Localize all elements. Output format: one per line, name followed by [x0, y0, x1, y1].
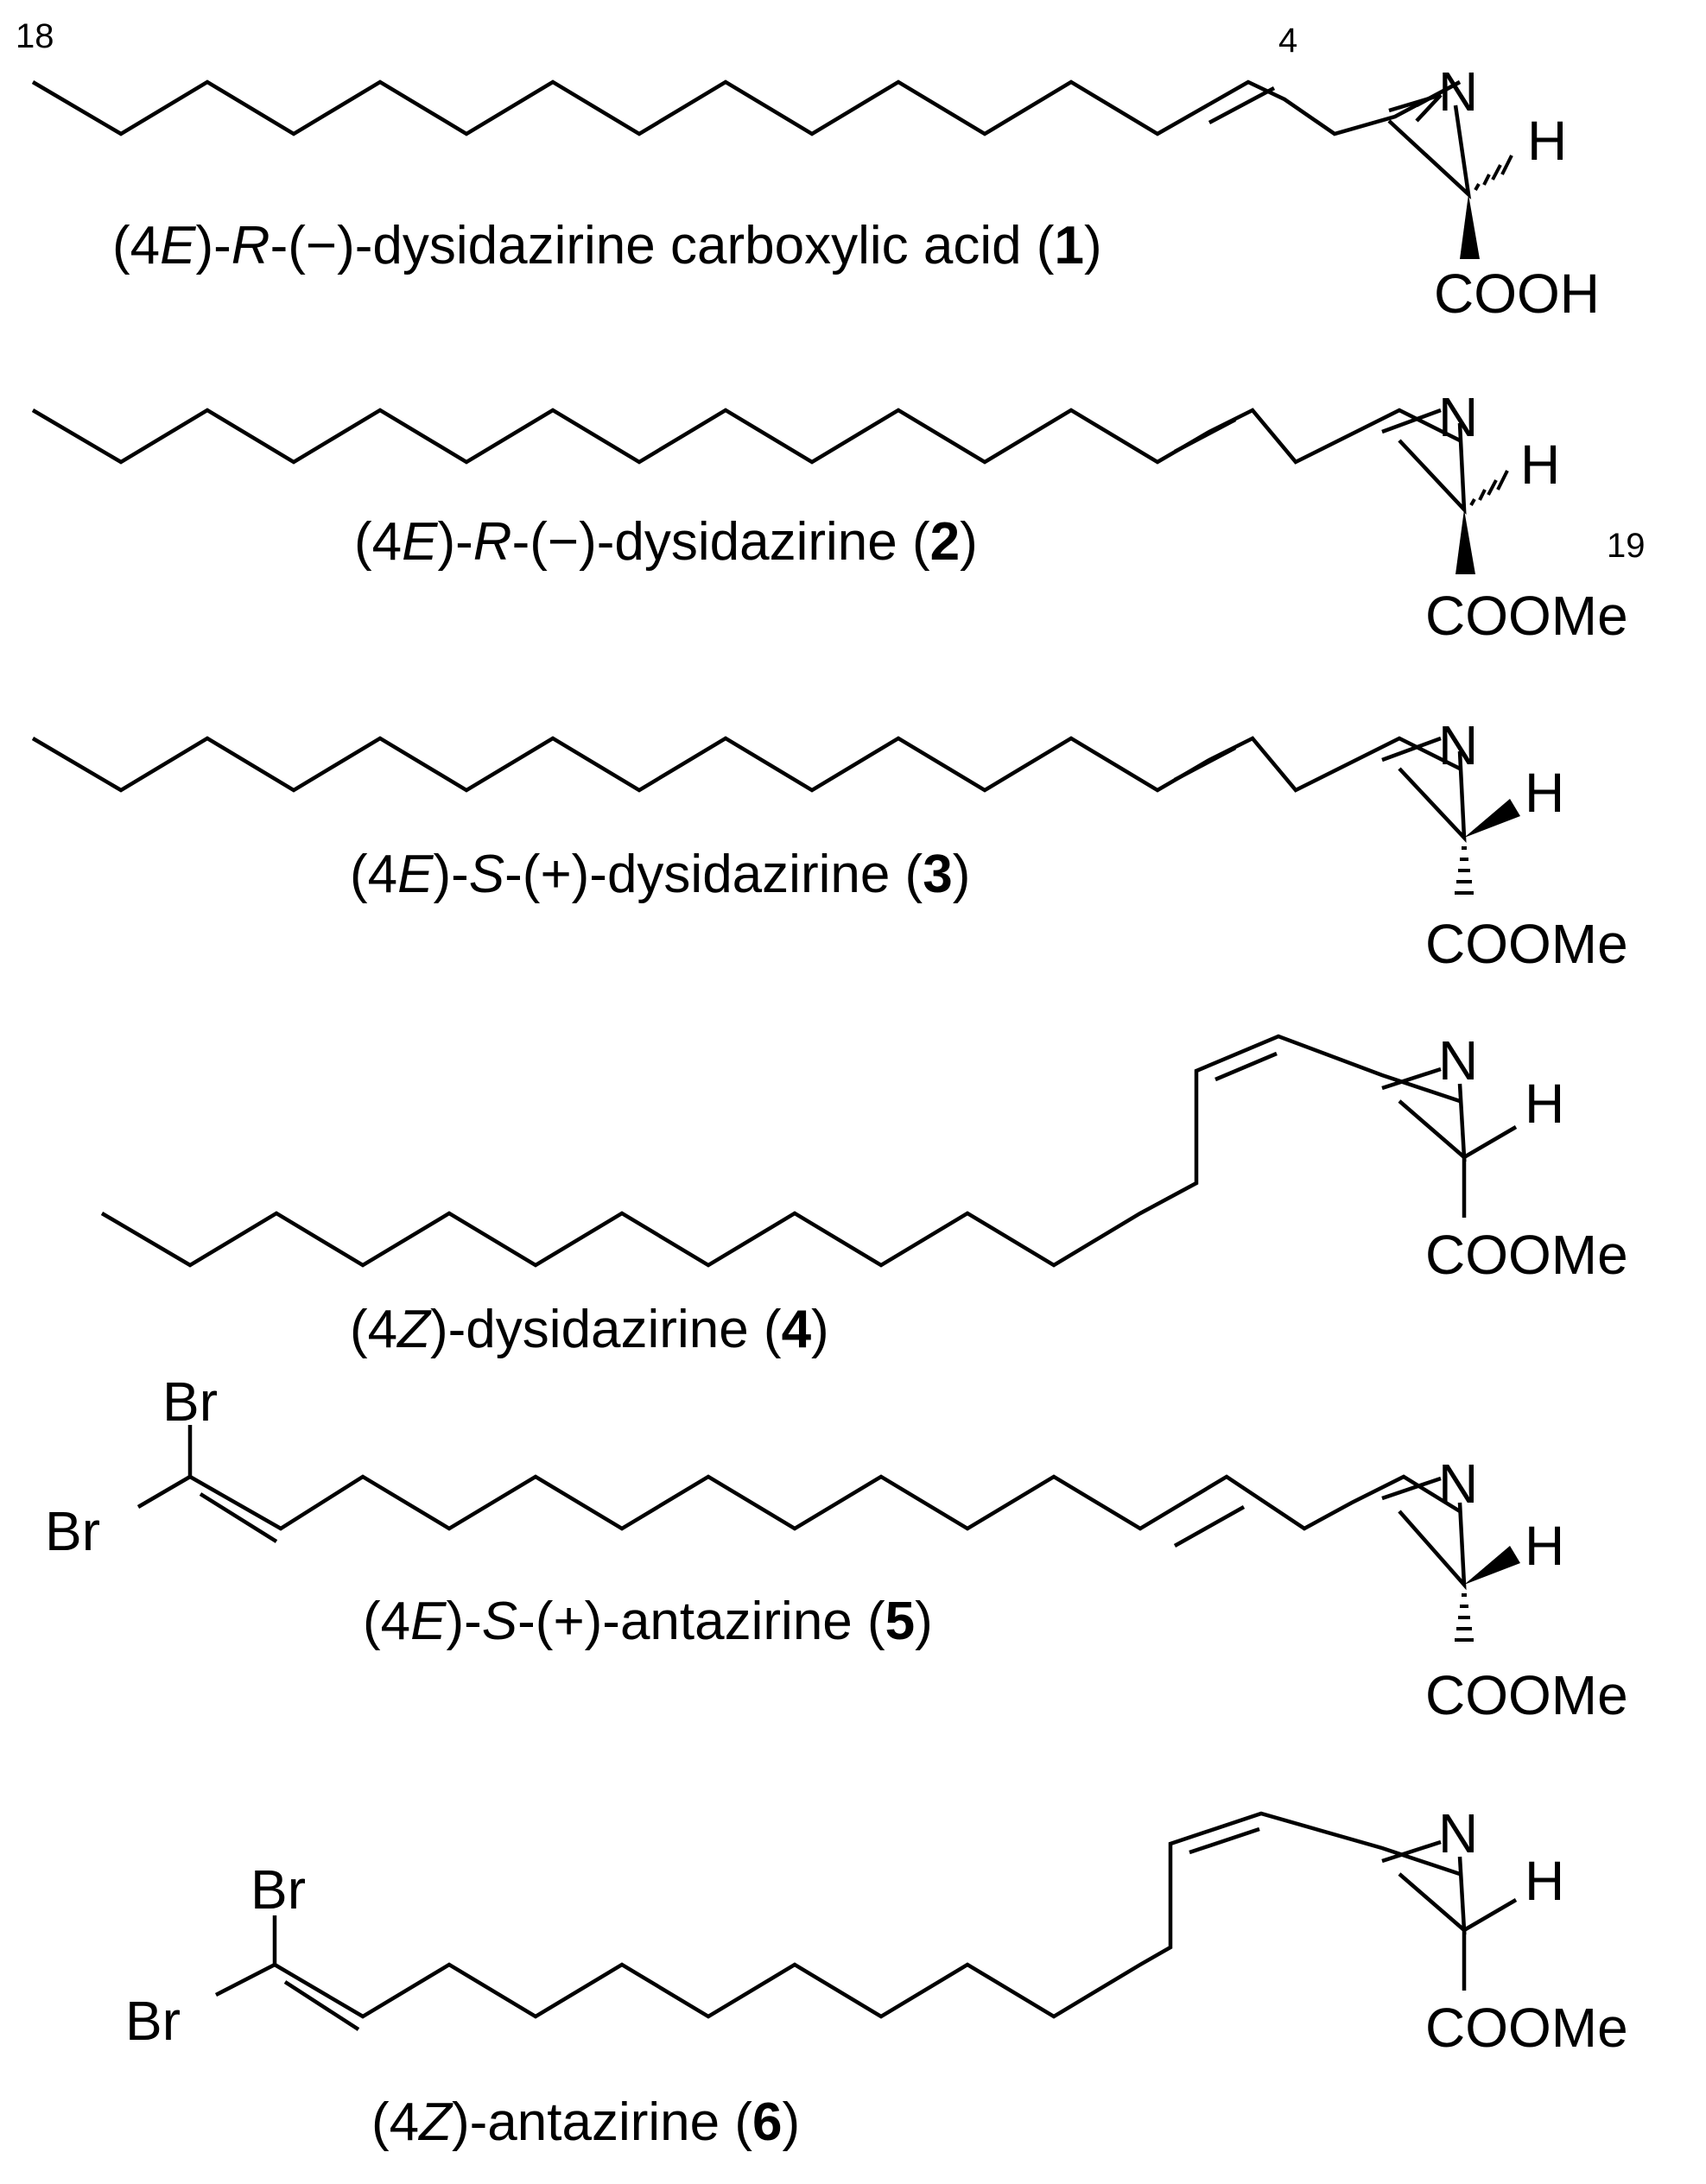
compound-1-caption: (4E)-R-(−)-dysidazirine carboxylic acid … [112, 216, 1102, 275]
compound-5-dibromovinyl-second-bond [199, 1492, 278, 1543]
compound-3-trans-alkene-second-bond [1173, 746, 1237, 782]
compound-6-bond-to-h [1462, 1898, 1518, 1932]
compound-4-cis-alkene-second-bond [1214, 1051, 1278, 1082]
compound-5-structure: Br Br N H COOMe (4E)-S-(+)-antazirine (5… [45, 1371, 1628, 1726]
locant-c19-label: 19 [1607, 527, 1646, 565]
compound-5-bromine-top-atom: Br [162, 1371, 218, 1433]
compound-5-c-br-bottom-bond [136, 1475, 192, 1509]
compound-3-caption: (4E)-S-(+)-dysidazirine (3) [350, 845, 970, 904]
compound-5-bromine-bottom-atom: Br [45, 1500, 100, 1562]
compound-4-caption: (4Z)-dysidazirine (4) [350, 1300, 829, 1359]
compound-2-hashed-bond-to-h [1469, 470, 1509, 506]
compound-5-hashed-bond-to-ester [1455, 1593, 1474, 1642]
compound-5-alkyl-chain [188, 1474, 1462, 1531]
compound-6-cis-alkene-second-bond [1189, 1826, 1260, 1855]
compound-1-hashed-bond-to-h [1474, 155, 1513, 191]
compound-4-methyl-ester-group: COOMe [1425, 1224, 1628, 1286]
compound-6-c-br-bottom-bond [214, 1962, 276, 1997]
compound-5-nitrogen-atom: N [1438, 1453, 1478, 1515]
compound-2-alkyl-chain [31, 408, 1462, 465]
compound-6-bromine-bottom-atom: Br [125, 1990, 181, 2052]
compound-2-trans-alkene-second-bond [1173, 418, 1237, 453]
compound-6-structure: Br Br N H COOMe (4Z)-antazirine (6) [125, 1802, 1628, 2152]
locant-c4-label: 4 [1278, 22, 1297, 60]
compound-5-methyl-ester-group: COOMe [1425, 1664, 1628, 1726]
compound-3-nitrogen-atom: N [1438, 714, 1478, 776]
compound-3-methyl-ester-group: COOMe [1425, 913, 1628, 975]
compound-1-c3-n-bond [1415, 93, 1443, 123]
compound-2-methyl-ester-group: COOMe [1425, 585, 1628, 647]
compound-4-alkyl-chain [100, 1034, 1461, 1268]
compound-2-wedge-bond-to-ester [1455, 510, 1475, 574]
compound-5-wedge-bond-to-h [1464, 1546, 1520, 1585]
compound-6-azirine-ring [1398, 1856, 1467, 1935]
compound-6-dibromovinyl-second-bond [283, 1980, 360, 2031]
compound-4-bond-to-h [1462, 1125, 1518, 1159]
compound-6-c3-n-double-bond [1381, 1839, 1442, 1864]
compound-3-hydrogen-atom: H [1525, 762, 1564, 824]
compound-6-caption: (4Z)-antazirine (6) [371, 2092, 800, 2152]
compound-5-c3-n-double-bond [1381, 1476, 1442, 1501]
compound-2-hydrogen-atom: H [1520, 434, 1560, 496]
compound-6-bromine-top-atom: Br [251, 1858, 306, 1921]
compound-4-hydrogen-atom: H [1525, 1073, 1564, 1135]
compound-1-wedge-bond-to-carboxyl [1460, 194, 1480, 259]
compound-5-hydrogen-atom: H [1525, 1515, 1564, 1577]
compound-3-wedge-bond-to-h [1464, 799, 1520, 838]
compound-2-caption: (4E)-R-(−)-dysidazirine (2) [354, 512, 978, 572]
compound-1-c3-n-double-bond [1388, 92, 1442, 113]
compound-6-methyl-ester-group: COOMe [1425, 1997, 1628, 2059]
compound-6-hydrogen-atom: H [1525, 1850, 1564, 1912]
compound-1-carboxyl-group: COOH [1434, 263, 1600, 325]
compound-1-alkyl-chain [31, 79, 1462, 136]
compound-2-nitrogen-atom: N [1438, 386, 1478, 448]
compound-1-trans-alkene-second-bond [1208, 86, 1276, 124]
compound-3-alkyl-chain [31, 736, 1462, 793]
compound-2-c3-n-double-bond [1381, 408, 1442, 434]
locant-c18-label: 18 [16, 17, 54, 55]
compound-5-trans-alkene-second-bond [1173, 1505, 1246, 1548]
compound-3-hashed-bond-to-ester [1455, 846, 1474, 895]
compound-1-hydrogen-atom: H [1527, 110, 1567, 172]
compound-4-nitrogen-atom: N [1438, 1029, 1478, 1092]
compound-1-nitrogen-atom: N [1438, 60, 1478, 123]
compound-5-azirine-ring [1398, 1502, 1467, 1591]
compound-4-structure: N H COOMe (4Z)-dysidazirine (4) [100, 1029, 1628, 1359]
compound-1-structure: 18 4 N H COOH (4E)-R-(−)-dysidazirine ca… [16, 17, 1600, 325]
compound-4-c3-n-double-bond [1381, 1067, 1442, 1091]
compound-5-caption: (4E)-S-(+)-antazirine (5) [363, 1592, 933, 1651]
compound-6-alkyl-chain [273, 1811, 1461, 2019]
compound-4-azirine-ring [1398, 1083, 1467, 1162]
compound-6-nitrogen-atom: N [1438, 1802, 1478, 1864]
compound-3-structure: N H COOMe (4E)-S-(+)-dysidazirine (3) [31, 714, 1628, 975]
compound-3-c3-n-double-bond [1381, 736, 1442, 763]
compound-2-structure: 19 N H COOMe (4E)-R-(−)-dysidazirine (2) [31, 386, 1646, 647]
